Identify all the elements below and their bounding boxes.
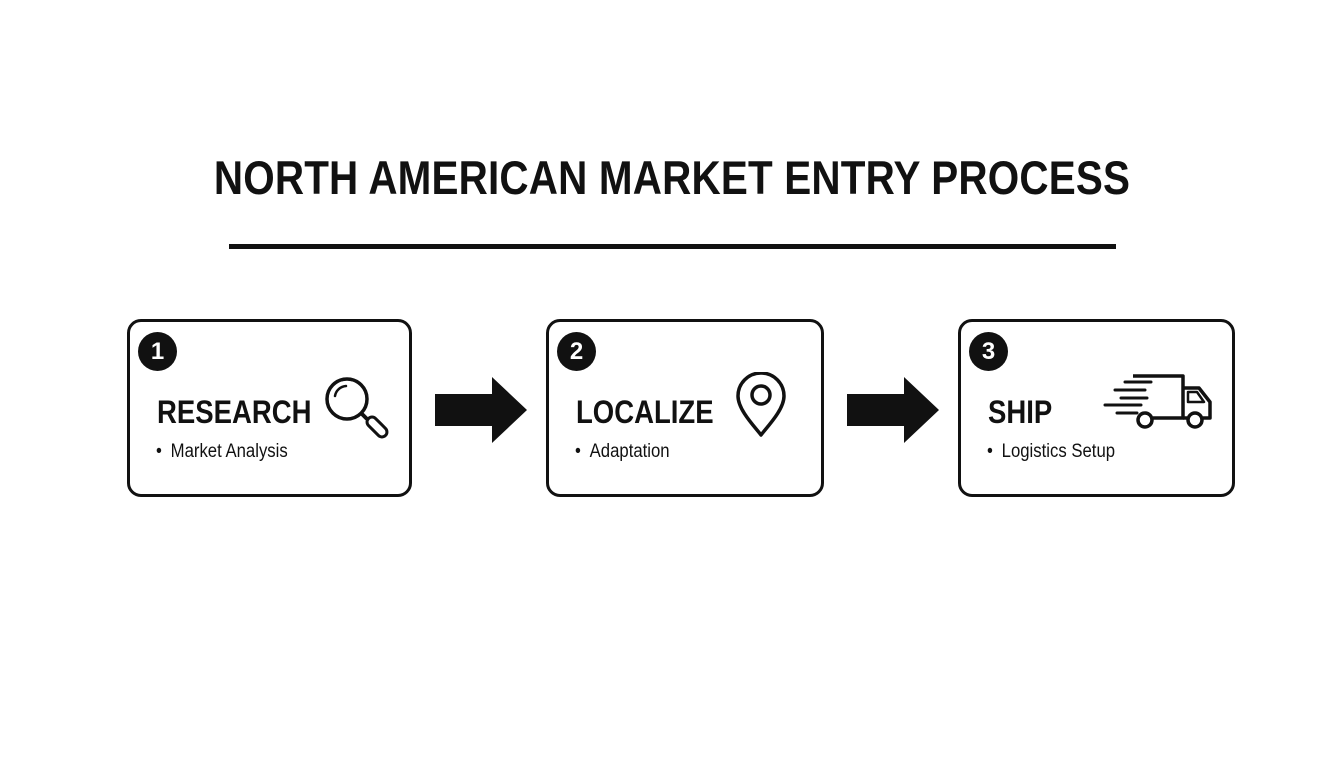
step-title: SHIP	[988, 394, 1053, 430]
bullet-dot: •	[987, 441, 993, 462]
title-divider	[229, 244, 1116, 249]
diagram-title: NORTH AMERICAN MARKET ENTRY PROCESS	[213, 151, 1131, 204]
step-bullet-text: Adaptation	[589, 441, 670, 462]
step-card-localize: 2 LOCALIZE • Adaptation	[546, 319, 824, 497]
step-bullet-text: Logistics Setup	[1001, 441, 1116, 462]
step-title: RESEARCH	[157, 394, 312, 430]
step-number-badge: 3	[969, 332, 1008, 371]
delivery-truck-icon	[1103, 374, 1212, 429]
step-bullet-item: • Adaptation	[575, 440, 670, 464]
step-bullet-item: • Logistics Setup	[987, 440, 1115, 464]
flow-arrow-1	[435, 377, 527, 443]
flow-arrow-2	[847, 377, 939, 443]
bullet-dot: •	[575, 441, 581, 462]
step-number-badge: 2	[557, 332, 596, 371]
bullet-dot: •	[156, 441, 162, 462]
step-bullet-text: Market Analysis	[170, 441, 288, 462]
map-pin-icon	[736, 372, 786, 437]
step-bullet-item: • Market Analysis	[156, 440, 288, 464]
magnifying-glass-icon	[325, 377, 389, 439]
step-card-research: 1 RESEARCH • Market Analysis	[127, 319, 412, 497]
step-title: LOCALIZE	[576, 394, 714, 430]
step-number-badge: 1	[138, 332, 177, 371]
step-card-ship: 3 SHIP • Logistics Setup	[958, 319, 1235, 497]
